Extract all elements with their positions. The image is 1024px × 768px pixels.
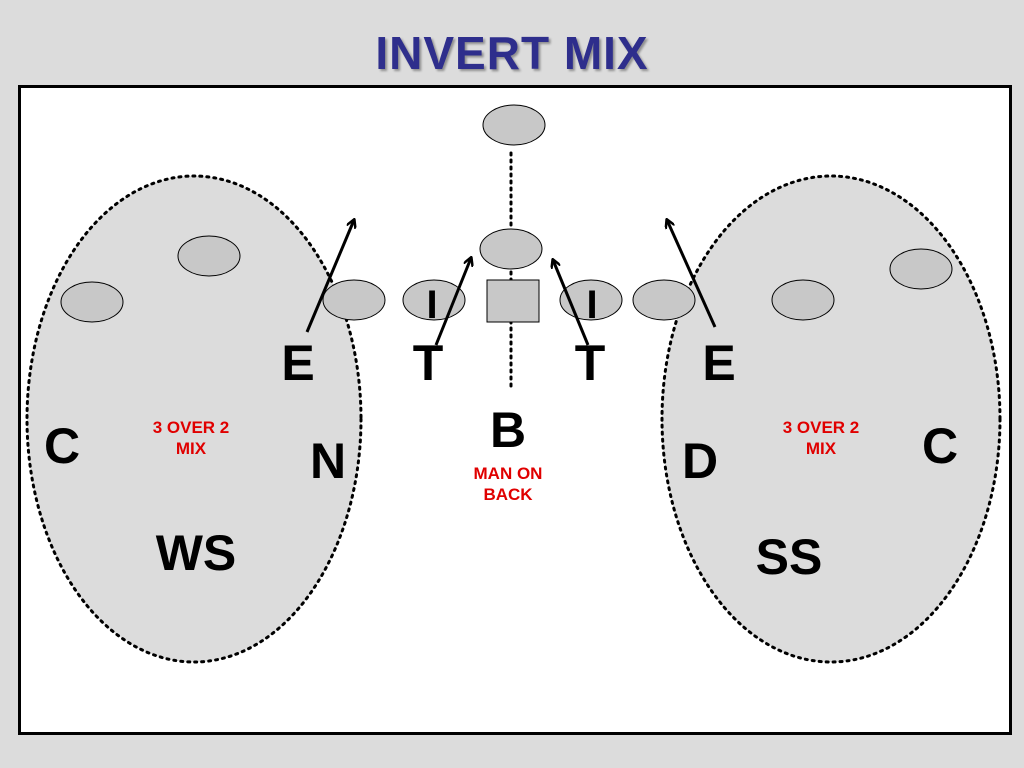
- left-tackle-label: T: [413, 335, 444, 391]
- d-label: D: [682, 433, 718, 489]
- right-end-label: E: [702, 335, 735, 391]
- right-wing-player-top: [889, 248, 953, 290]
- right-mix-note-line1: 3 OVER 2: [783, 418, 860, 437]
- left-wing-player: [60, 281, 124, 323]
- right-tackle-arrow: [553, 260, 590, 346]
- left-tackle-arrow: [434, 258, 471, 346]
- right-tackle-label: T: [575, 335, 606, 391]
- right-mix-note-line2: MIX: [806, 439, 837, 458]
- left-corner-label: C: [44, 418, 80, 474]
- quarterback-player: [479, 228, 543, 270]
- left-i-label: I: [426, 283, 437, 327]
- left-mix-note-line2: MIX: [176, 439, 207, 458]
- right-wing-player: [771, 279, 835, 321]
- deep-back-player: [482, 104, 546, 146]
- left-mix-note-line1: 3 OVER 2: [153, 418, 230, 437]
- nickel-label: N: [310, 433, 346, 489]
- right-end-arrow: [667, 220, 717, 328]
- right-guard-player: [559, 279, 623, 321]
- left-tackle-player: [322, 279, 386, 321]
- back-note-line1: MAN ON: [474, 464, 543, 483]
- strong-safety-label: SS: [756, 529, 823, 585]
- page-title: INVERT MIX: [375, 27, 649, 79]
- right-corner-label: C: [922, 418, 958, 474]
- center-player: [486, 279, 540, 323]
- left-wing-player-top: [177, 235, 241, 277]
- right-tackle-player: [632, 279, 696, 321]
- left-end-label: E: [281, 335, 314, 391]
- right-i-label: I: [586, 283, 597, 327]
- weak-safety-label: WS: [156, 525, 237, 581]
- back-label: B: [490, 402, 526, 458]
- left-end-arrow: [305, 220, 354, 333]
- back-note-line2: BACK: [483, 485, 533, 504]
- right-zone-ellipse: [660, 174, 1002, 664]
